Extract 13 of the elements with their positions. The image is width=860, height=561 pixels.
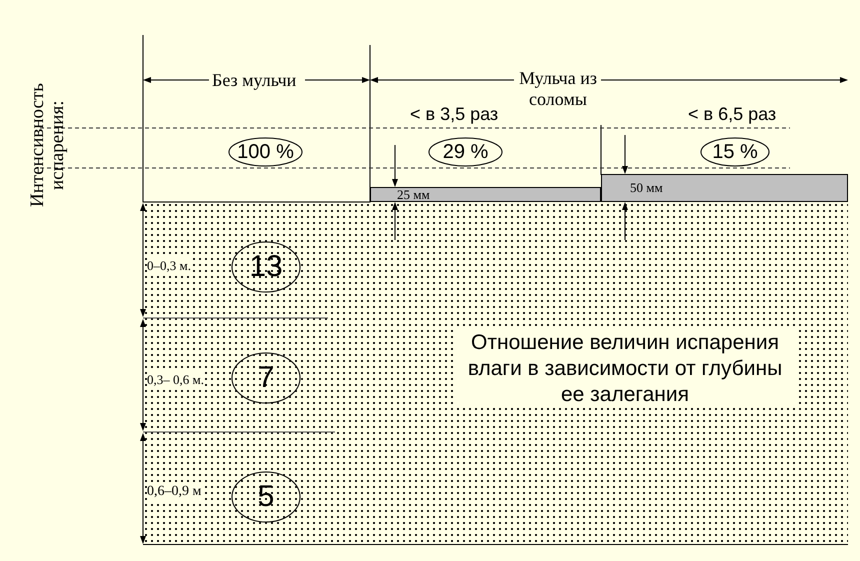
depth-label: 0–0,3 м.	[147, 258, 191, 274]
mulch-layer: 50 мм	[601, 174, 848, 202]
reduction-note: < в 6,5 раз	[688, 104, 776, 125]
depth-label: 0,6–0,9 м	[147, 484, 202, 500]
mulch-layer: 25 мм	[370, 187, 601, 202]
value-ellipse: 15 %	[700, 137, 770, 167]
value-ellipse: 29 %	[428, 137, 503, 167]
value-ellipse: 100 %	[228, 137, 303, 167]
value-ellipse: 13	[231, 241, 301, 293]
soil-cross-section	[143, 202, 848, 545]
reduction-note: < в 3,5 раз	[410, 104, 498, 125]
axis-title: Интенсивность испарения:	[28, 82, 68, 209]
depth-label: 0,3– 0,6 м.	[147, 372, 204, 388]
